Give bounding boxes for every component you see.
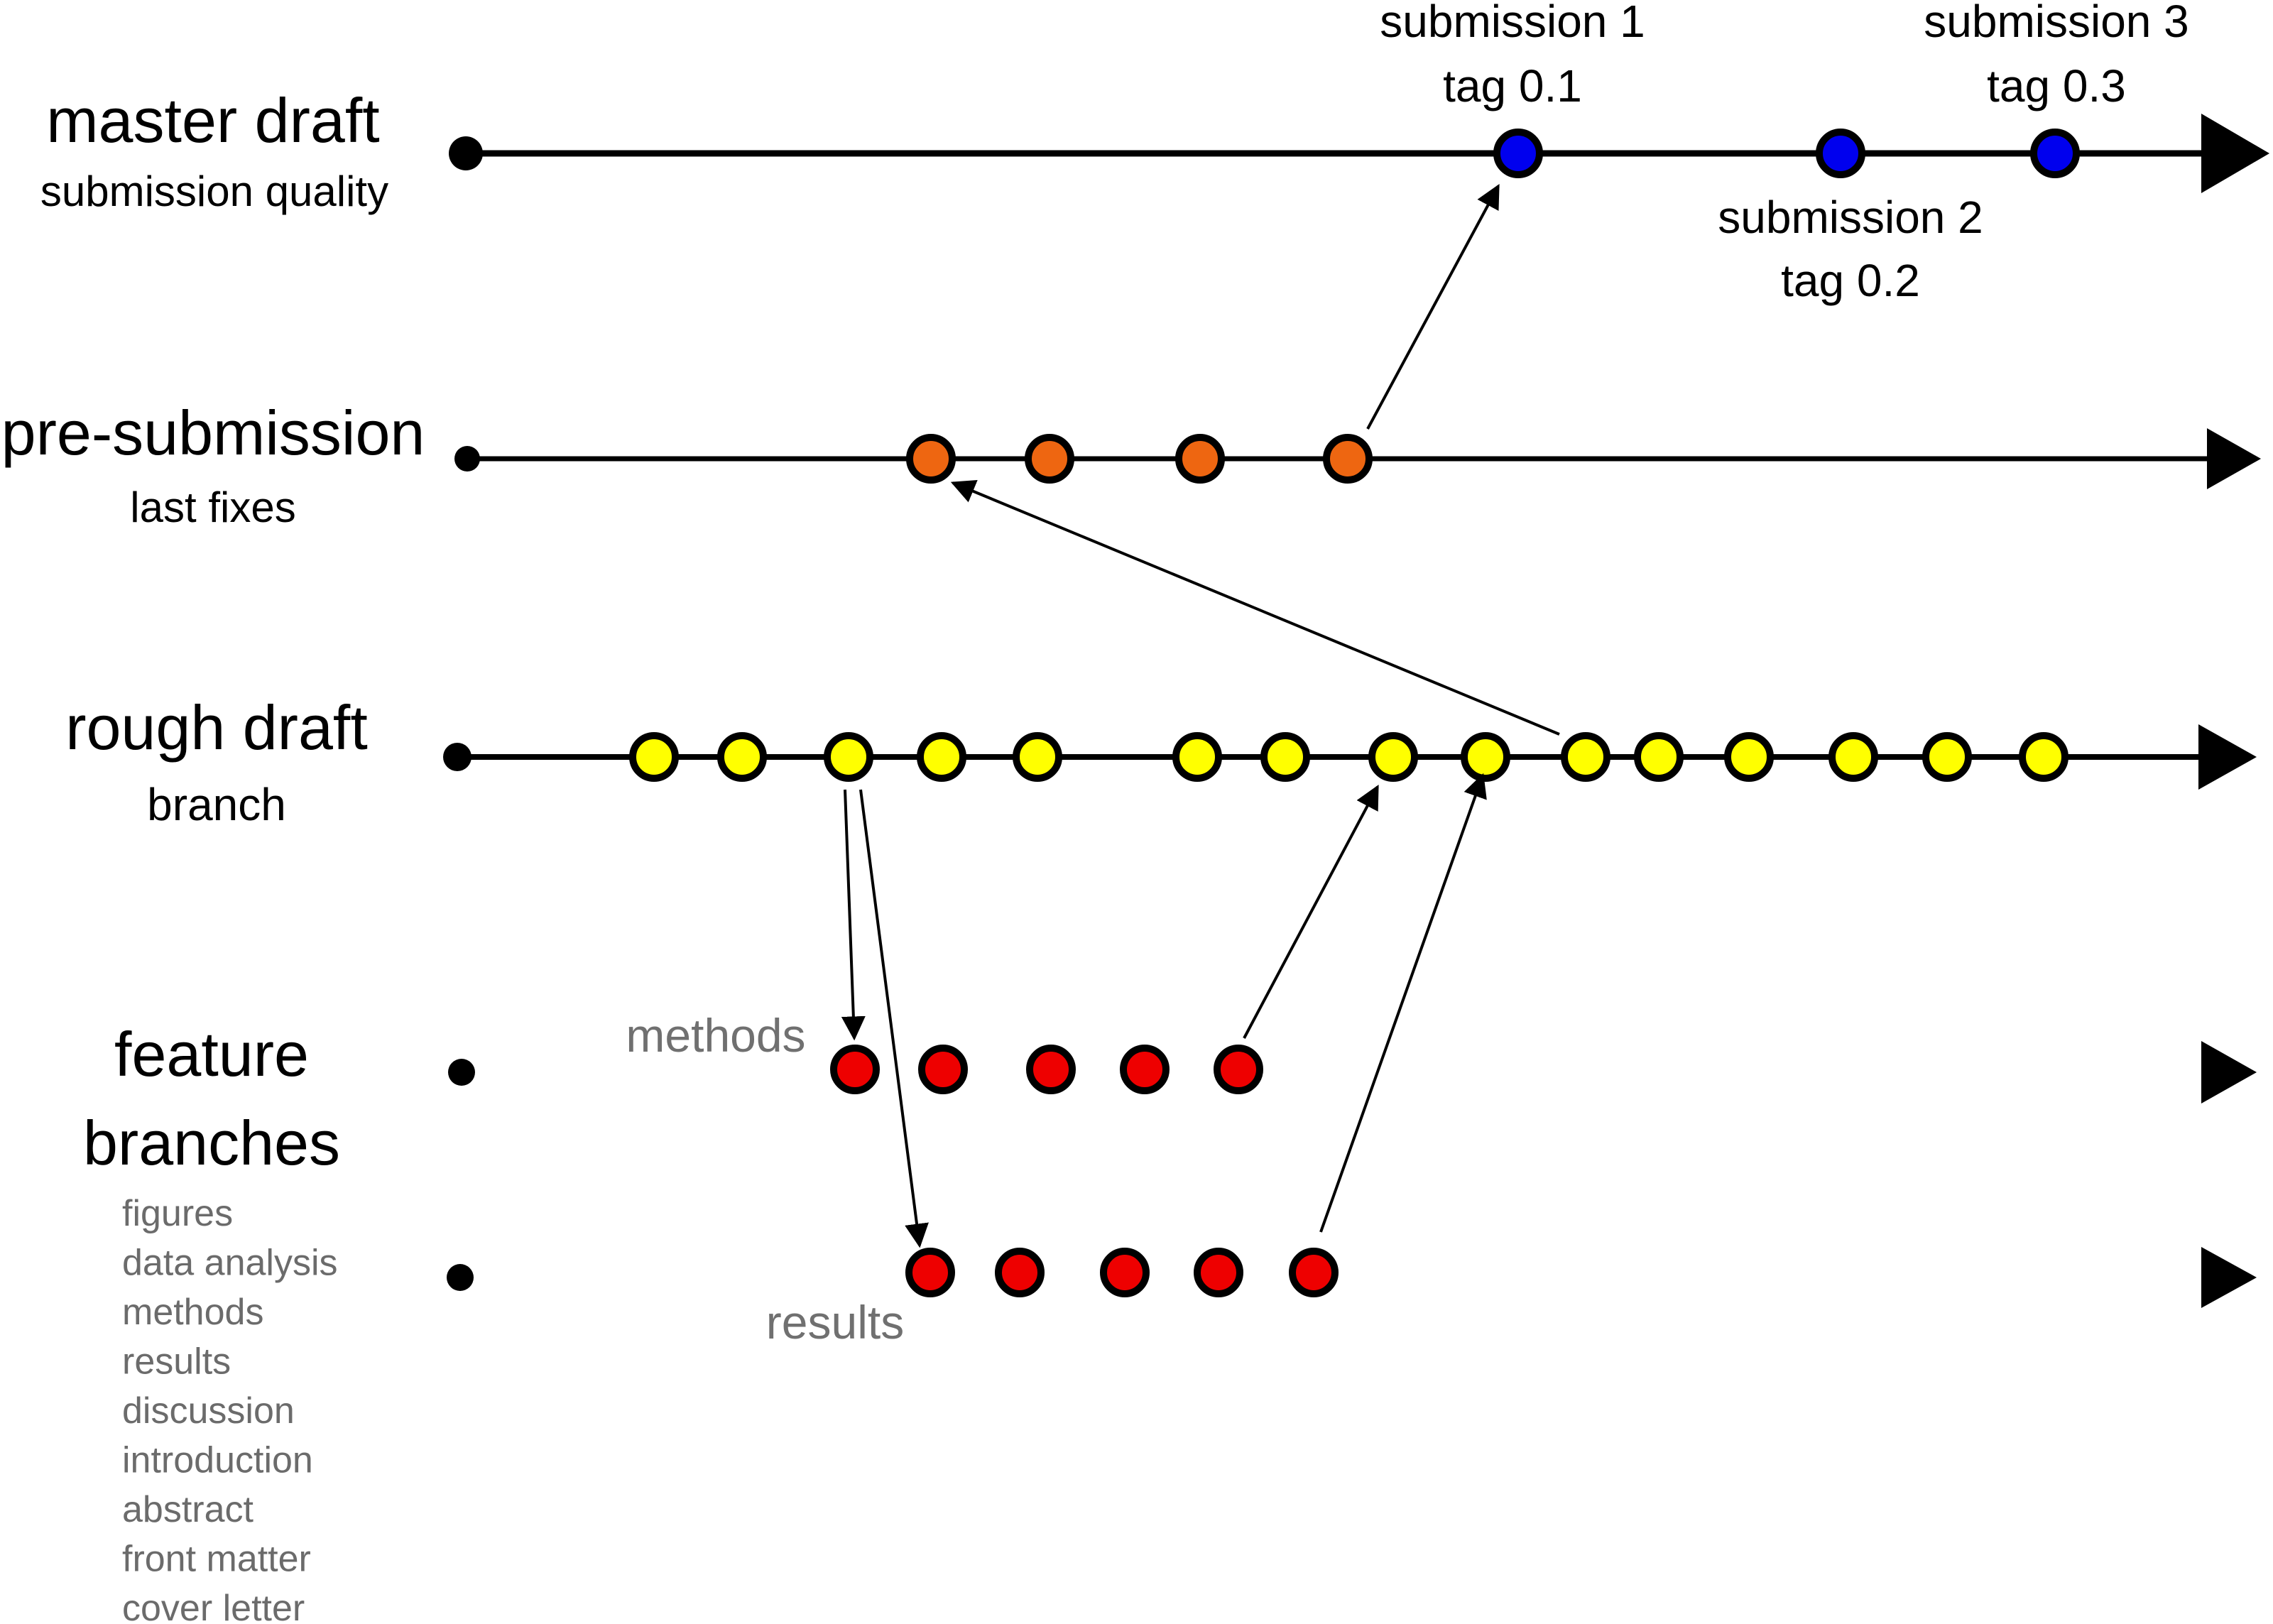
commit-node-rough [824, 732, 873, 782]
feature-branch-example-item: introduction [122, 1440, 313, 1481]
arrowhead-presubmission [2207, 428, 2261, 489]
lane-subtitle-rough: branch [147, 779, 286, 830]
lane-subtitle-presubmission: last fixes [130, 484, 295, 531]
commit-node-master [2030, 129, 2080, 178]
arrow-presubmission-to-master [1366, 184, 1500, 430]
commit-node-rough [1013, 732, 1062, 782]
branch-label-methods: methods [626, 1009, 805, 1062]
submission-labels: submission 1 tag 0.1 submission 2 tag 0.… [1380, 0, 2189, 306]
submission-2-name: submission 2 [1718, 192, 1983, 243]
feature-branch-example-item: cover letter [122, 1588, 305, 1624]
lane-title-rough: rough draft [65, 692, 368, 763]
commit-node-rough [1561, 732, 1610, 782]
commit-node-presubmission [1323, 434, 1373, 484]
arrow-results-to-rough [1319, 773, 1487, 1233]
commit-node-rough [1724, 732, 1774, 782]
commit-node-methods [1120, 1045, 1170, 1094]
lane-title-presubmission: pre-submission [1, 398, 425, 468]
commit-node-rough [1922, 732, 1972, 782]
commit-node-rough [1828, 732, 1878, 782]
lane-rough [443, 724, 2257, 790]
commits-presubmission [906, 434, 1373, 484]
branch-label-results: results [766, 1296, 904, 1348]
feature-branch-example-item: figures [122, 1193, 233, 1234]
feature-branch-example-item: methods [122, 1292, 263, 1333]
submission-2-tag: tag 0.2 [1781, 255, 1920, 306]
submission-3-tag: tag 0.3 [1987, 60, 2126, 111]
arrow-rough-to-presubmission [950, 480, 1560, 736]
feature-branch-example-list: figures data analysis methods results discus… [122, 1193, 338, 1624]
commit-node-rough [1368, 732, 1418, 782]
arrow-rough-to-methods [841, 789, 866, 1041]
feature-branch-example-item: abstract [122, 1489, 254, 1530]
lane-subtitle-master: submission quality [40, 168, 388, 215]
commit-node-results [1289, 1248, 1339, 1297]
commits-results [905, 1248, 1339, 1297]
commit-node-methods [1026, 1045, 1076, 1094]
commit-node-rough [1634, 732, 1684, 782]
submission-1-tag: tag 0.1 [1443, 60, 1582, 111]
lane-methods: methods [448, 1009, 2257, 1103]
lane-label-presubmission: pre-submission last fixes [1, 398, 425, 531]
lane-title-feature-line1: feature [114, 1019, 309, 1089]
commit-node-rough [717, 732, 767, 782]
lane-presubmission [454, 428, 2261, 489]
commit-node-methods [830, 1045, 880, 1094]
arrowhead-results [2201, 1247, 2257, 1308]
lane-results: results [447, 1247, 2257, 1348]
commit-node-results [1100, 1248, 1150, 1297]
commit-node-rough [1461, 732, 1510, 782]
submission-1-name: submission 1 [1380, 0, 1645, 47]
commit-node-master [1493, 129, 1543, 178]
lane-label-master: master draft submission quality [40, 85, 388, 215]
commits-methods [830, 1045, 1263, 1094]
commit-node-rough [1260, 732, 1310, 782]
lane-label-rough: rough draft branch [65, 692, 368, 830]
commit-node-rough [2019, 732, 2068, 782]
lane-title-feature-line2: branches [83, 1108, 340, 1178]
lane-label-feature: feature branches [83, 1019, 340, 1178]
lane-master [449, 114, 2269, 193]
feature-branch-example-item: front matter [122, 1539, 311, 1580]
arrowhead-rough [2198, 724, 2257, 790]
commits-rough [629, 732, 2068, 782]
commit-node-methods [918, 1045, 968, 1094]
feature-branch-example-item: results [122, 1341, 231, 1383]
commit-node-rough [917, 732, 966, 782]
commit-node-results [1194, 1248, 1243, 1297]
commit-node-methods [1214, 1045, 1263, 1094]
lane-title-master: master draft [46, 85, 379, 156]
arrow-methods-to-rough [1243, 784, 1379, 1039]
commit-node-presubmission [906, 434, 956, 484]
commit-node-rough [629, 732, 679, 782]
commit-node-presubmission [1025, 434, 1074, 484]
commit-node-presubmission [1175, 434, 1225, 484]
commits-master [1493, 129, 2080, 178]
commit-node-results [905, 1248, 955, 1297]
merge-arrows [841, 184, 1560, 1248]
commit-node-rough [1172, 732, 1222, 782]
arrow-rough-to-results [859, 789, 929, 1248]
commit-node-results [995, 1248, 1045, 1297]
feature-branch-example-item: data analysis [122, 1243, 338, 1284]
commit-node-master [1816, 129, 1865, 178]
arrowhead-methods [2201, 1041, 2257, 1103]
submission-3-name: submission 3 [1924, 0, 2189, 47]
arrowhead-master [2201, 114, 2269, 193]
feature-branch-example-item: discussion [122, 1390, 295, 1432]
